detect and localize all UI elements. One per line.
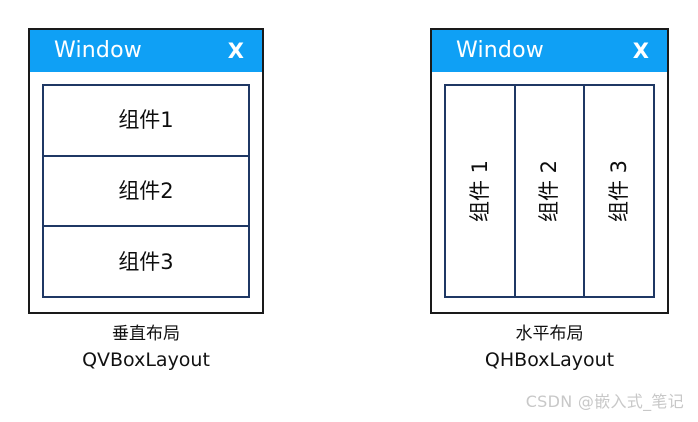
window-title-hbox: Window [456, 38, 544, 63]
widget-vbox-3[interactable]: 组件3 [44, 225, 248, 297]
widget-label: 组件 3 [607, 159, 632, 223]
qhboxlayout-container: 组件 1 组件 2 组件 3 [444, 84, 655, 298]
window-body-hbox: 组件 1 组件 2 组件 3 [432, 72, 667, 312]
widget-vbox-2[interactable]: 组件2 [44, 154, 248, 226]
widget-label: 组件 2 [537, 159, 562, 223]
titlebar-vbox: Window X [30, 30, 262, 72]
caption-hbox-cn: 水平布局 [515, 324, 584, 344]
window-body-vbox: 组件1 组件2 组件3 [30, 72, 262, 312]
close-x-icon[interactable]: X [227, 38, 244, 63]
caption-hbox-en: QHBoxLayout [484, 348, 615, 371]
widget-label: 组件 1 [467, 159, 492, 223]
widget-hbox-3[interactable]: 组件 3 [583, 86, 654, 296]
widget-label: 组件1 [118, 108, 174, 133]
caption-vbox-cn: 垂直布局 [112, 324, 180, 344]
watermark: CSDN @嵌入式_笔记 [525, 392, 684, 411]
widget-label: 组件3 [118, 249, 174, 274]
widget-hbox-1[interactable]: 组件 1 [446, 86, 514, 296]
close-x-icon[interactable]: X [632, 38, 649, 63]
caption-vbox-en: QVBoxLayout [82, 348, 210, 371]
qvboxlayout-container: 组件1 组件2 组件3 [42, 84, 250, 298]
window-title-vbox: Window [54, 38, 142, 63]
window-hbox: Window X 组件 1 组件 2 组件 3 [430, 28, 669, 314]
widget-label: 组件2 [118, 178, 174, 203]
widget-hbox-2[interactable]: 组件 2 [513, 86, 584, 296]
caption-hbox: 水平布局 QHBoxLayout [430, 322, 669, 374]
titlebar-hbox: Window X [432, 30, 667, 72]
caption-vbox: 垂直布局 QVBoxLayout [28, 322, 264, 374]
window-vbox: Window X 组件1 组件2 组件3 [28, 28, 264, 314]
widget-vbox-1[interactable]: 组件1 [44, 86, 248, 155]
